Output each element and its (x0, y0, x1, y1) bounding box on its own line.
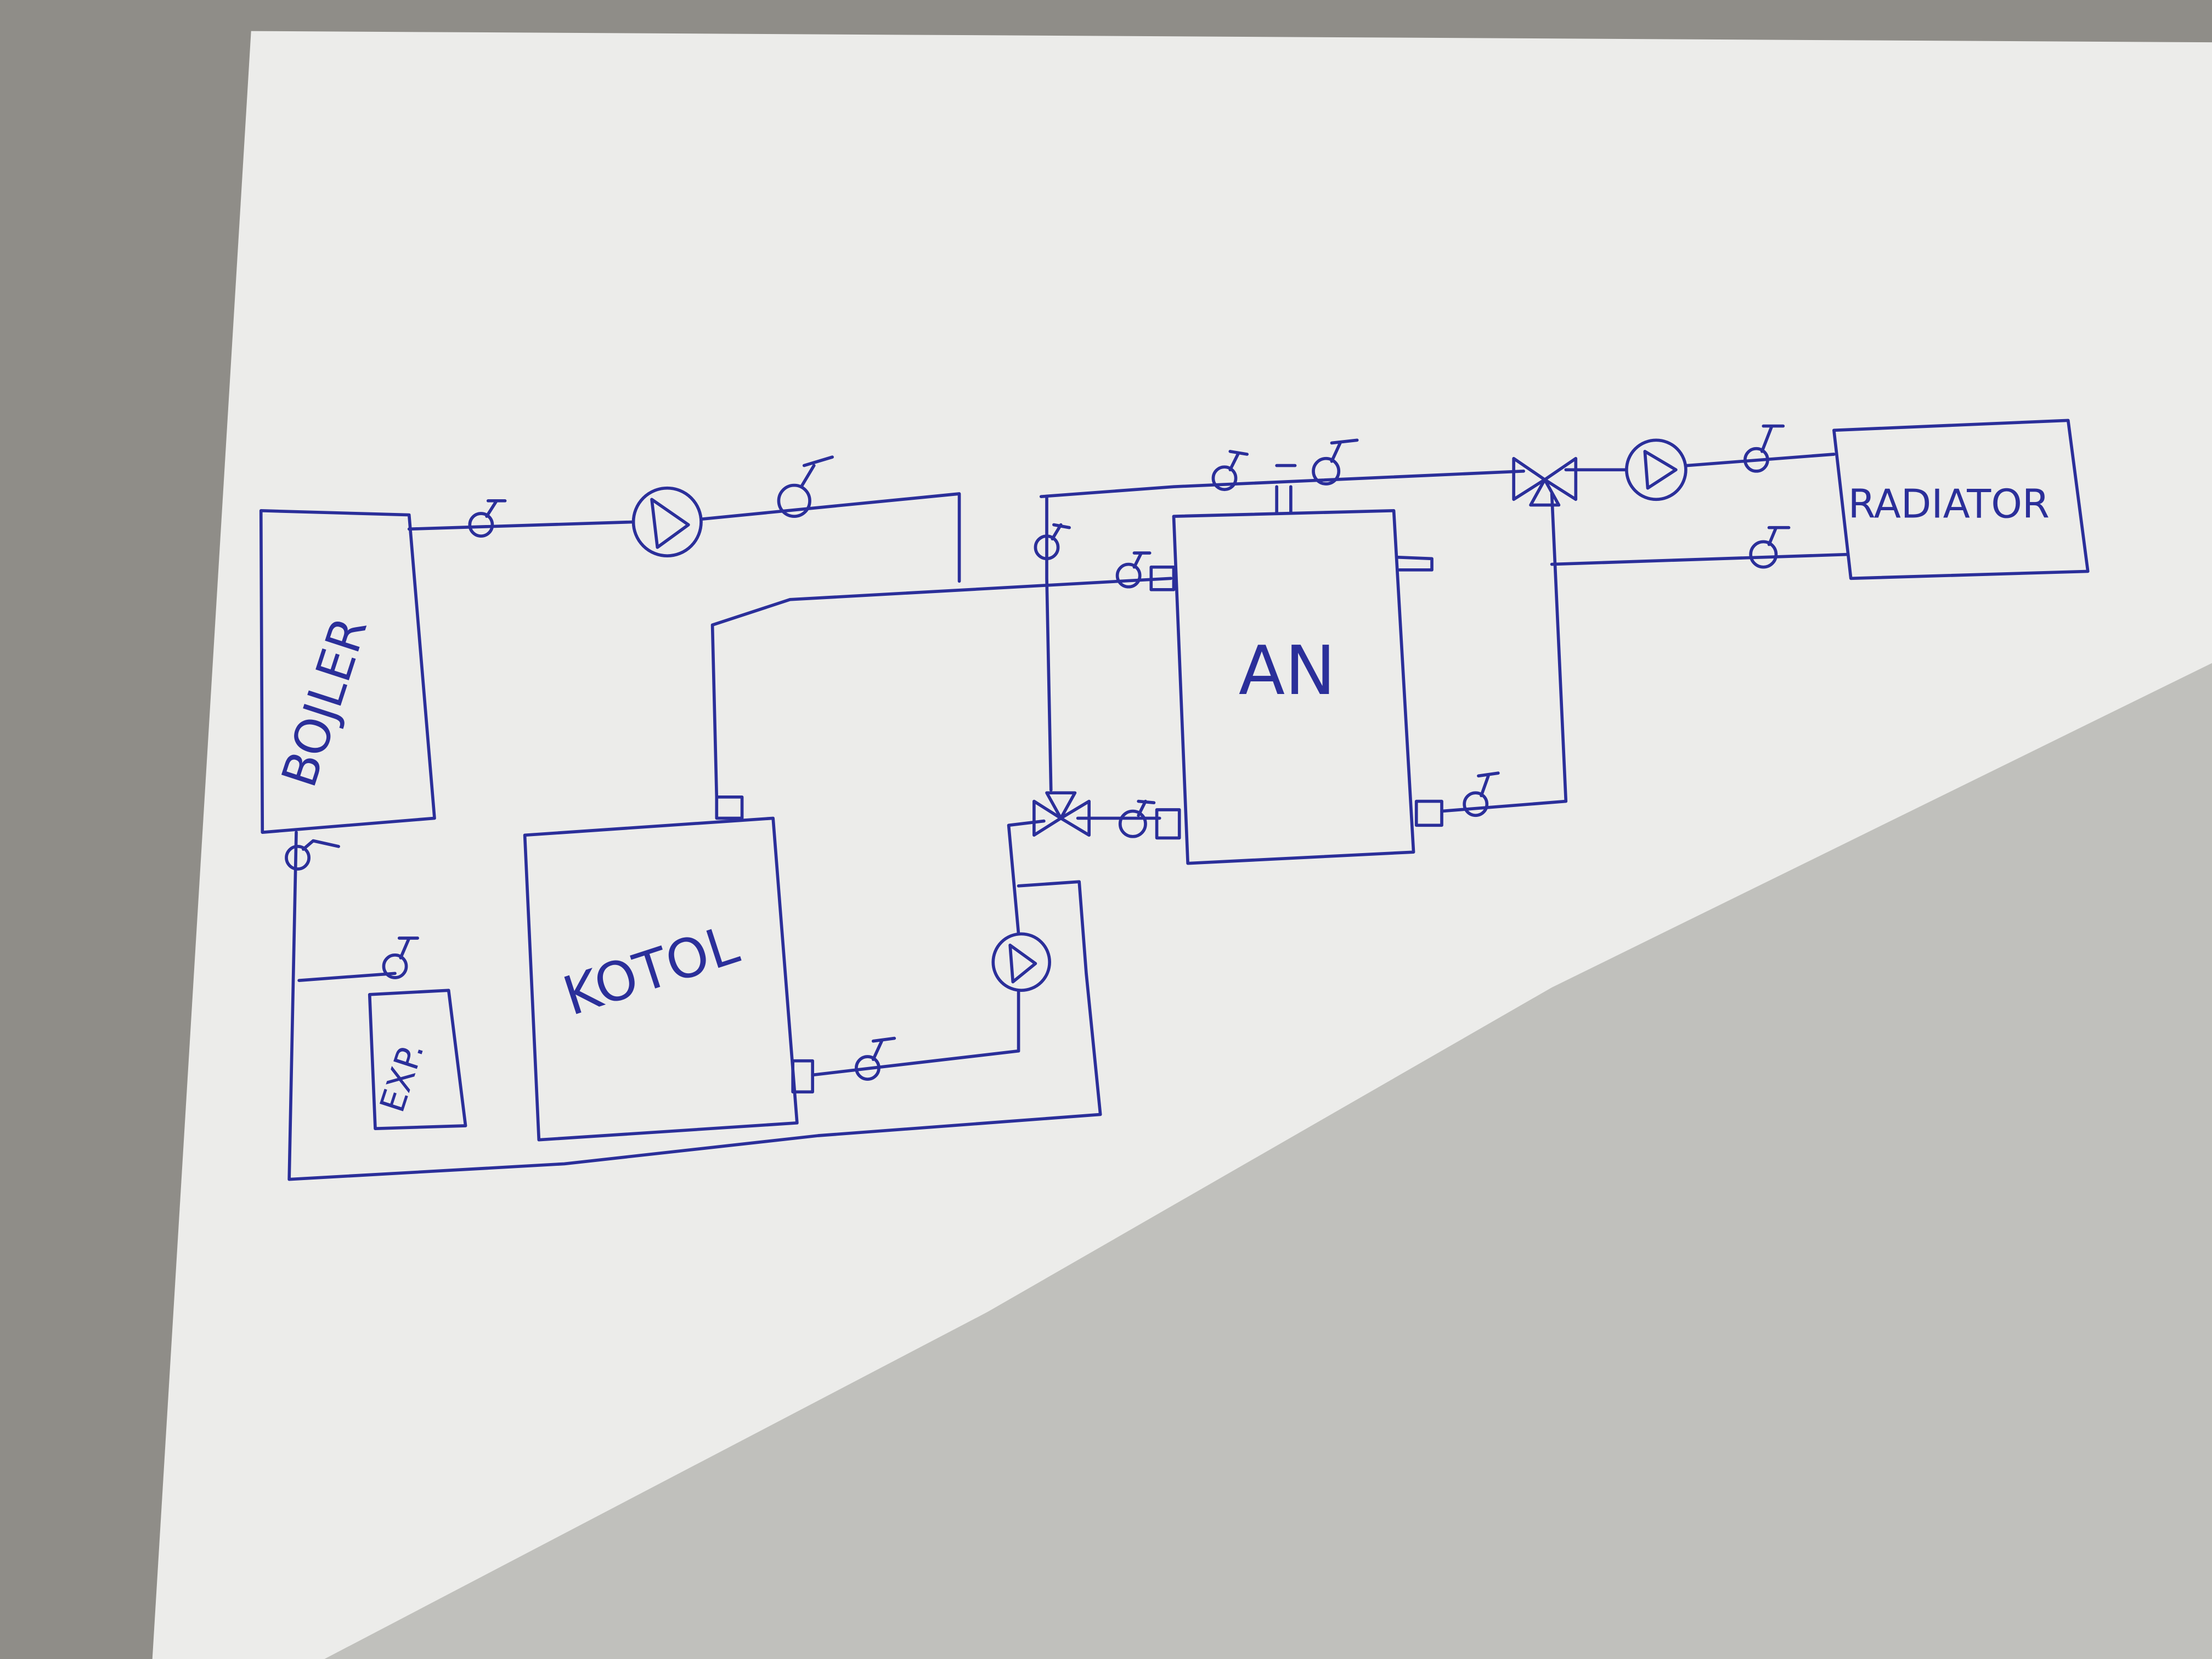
pipes (287, 453, 1850, 1181)
shadow (324, 663, 2212, 1659)
radiator: RADIATOR (1832, 419, 2090, 580)
valve-icon (855, 1036, 896, 1081)
valve-icon (285, 839, 340, 871)
radiator-label: RADIATOR (1848, 481, 2050, 527)
valve-icon (1034, 523, 1071, 561)
valve-icon (1312, 438, 1359, 486)
valve-icon (1749, 526, 1791, 569)
pump-icon (991, 932, 1051, 992)
accumulator-tank: AN (1172, 509, 1415, 865)
valve-icon (1743, 424, 1785, 473)
accumulator-label: AN (1239, 631, 1336, 710)
valve-icon (468, 499, 507, 538)
valve-icons (285, 424, 1791, 1081)
valve-icon (1118, 799, 1156, 838)
valve-icon (1115, 551, 1152, 589)
ports (715, 565, 1443, 1094)
valve-icon (1211, 450, 1249, 492)
pump-icon (1625, 438, 1688, 501)
valve-icon (777, 455, 834, 518)
pump-icon (631, 486, 703, 557)
valve-icon (382, 936, 419, 979)
three-way-valve-icon (1032, 791, 1091, 837)
valve-icon (1463, 771, 1500, 817)
three-way-valve-icon (1512, 456, 1578, 507)
